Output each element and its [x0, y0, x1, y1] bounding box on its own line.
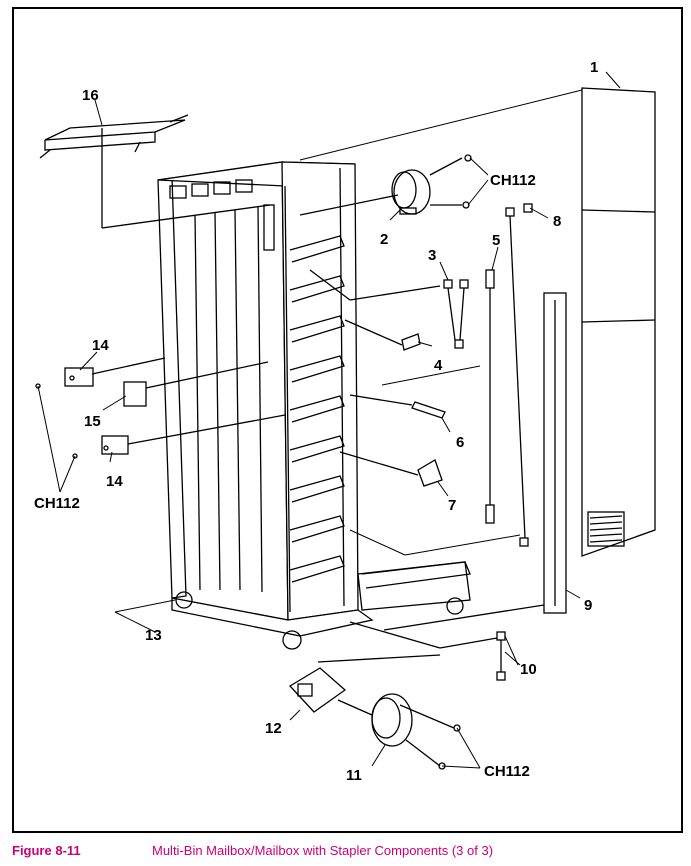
callout-ch112-bottom: CH112 — [484, 763, 530, 780]
callout-16: 16 — [82, 87, 99, 104]
part-1-side-cover — [581, 87, 656, 557]
callout-ch112-left: CH112 — [34, 495, 80, 512]
leader-lines — [37, 71, 621, 769]
callout-8: 8 — [553, 213, 561, 230]
part-12-plate — [288, 654, 441, 713]
mailbox-main-body — [157, 161, 471, 650]
part-8-cable — [505, 203, 533, 547]
callout-ch112-top: CH112 — [490, 172, 536, 189]
part-7-lever — [339, 451, 443, 487]
callout-7: 7 — [448, 497, 456, 514]
callout-10: 10 — [520, 661, 537, 678]
callout-2: 2 — [380, 231, 388, 248]
callout-11: 11 — [346, 767, 362, 784]
callout-14-upper: 14 — [92, 337, 109, 354]
part-4-small-bracket — [344, 319, 421, 351]
part-6-pin — [349, 394, 446, 419]
callout-15: 15 — [84, 413, 101, 430]
part-9-rod — [383, 292, 567, 631]
diagram-frame — [12, 7, 683, 833]
part-5-long-cable — [485, 269, 495, 524]
bin-shelves — [289, 235, 345, 583]
part-11-stapler-motor — [337, 693, 461, 770]
part-16-top-bracket — [39, 114, 271, 229]
callout-13: 13 — [145, 627, 162, 644]
callout-9: 9 — [584, 597, 592, 614]
part-2-motor — [299, 154, 472, 216]
callout-14-lower: 14 — [106, 473, 123, 490]
callout-5: 5 — [492, 232, 500, 249]
part-10-cable — [349, 621, 506, 681]
part-15-sensor — [123, 361, 269, 407]
figure-number: Figure 8-11 — [12, 843, 81, 858]
part-3-cable — [309, 269, 469, 349]
callout-4: 4 — [434, 357, 443, 374]
callout-1: 1 — [590, 59, 598, 76]
part-14-sensor-brackets — [35, 357, 286, 459]
callout-3: 3 — [428, 247, 436, 264]
callout-6: 6 — [456, 434, 464, 451]
figure-title: Multi-Bin Mailbox/Mailbox with Stapler C… — [152, 843, 494, 858]
callout-12: 12 — [265, 720, 282, 737]
